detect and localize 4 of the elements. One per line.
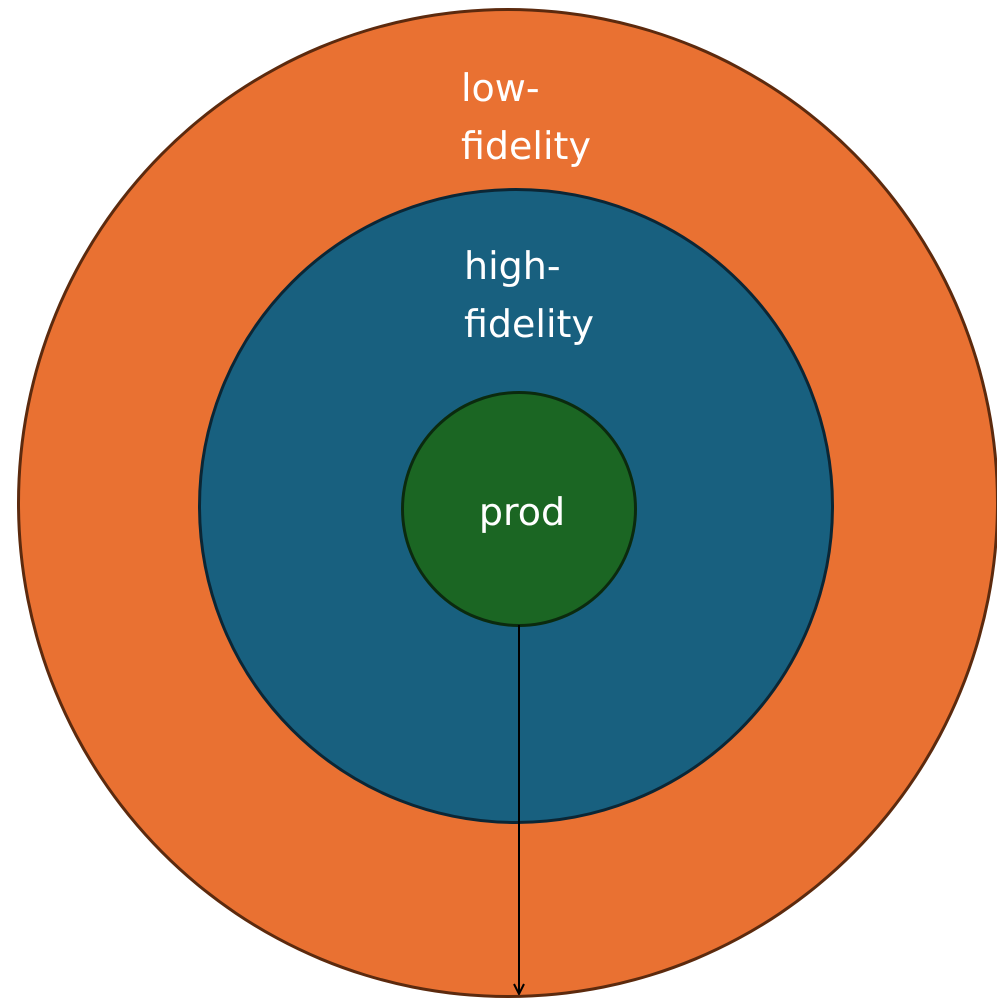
circle-label: low-fidelity: [461, 65, 592, 170]
arrow: [513, 625, 525, 995]
circle-label: prod: [478, 489, 566, 536]
circle-label: high-fidelity: [464, 243, 595, 348]
